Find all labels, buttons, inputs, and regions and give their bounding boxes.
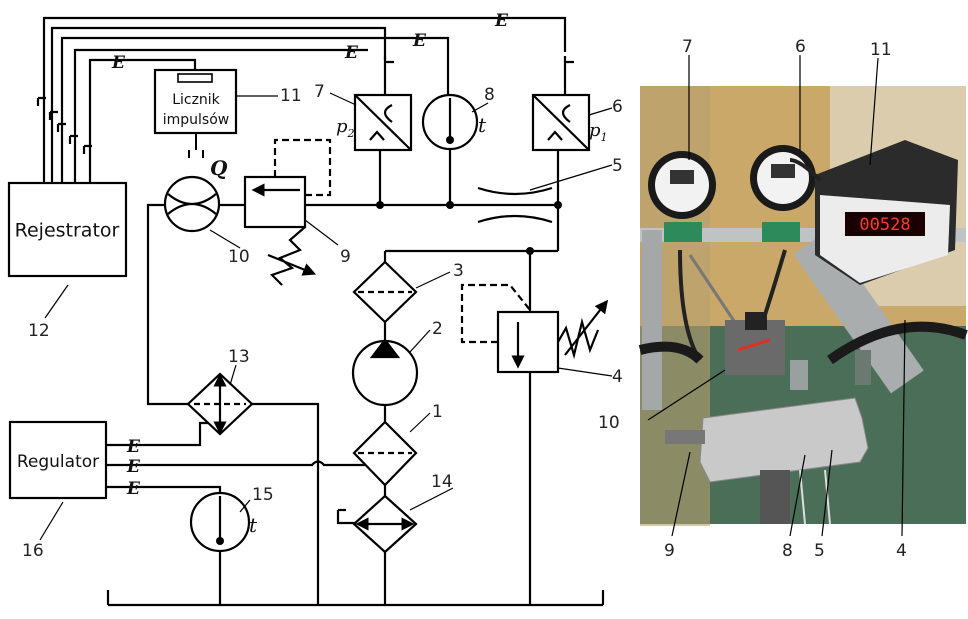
heater-14 [352, 494, 418, 554]
regulator-box [8, 420, 108, 500]
test-rig-photo: 00528 [638, 86, 968, 526]
regulator-label: Regulator [17, 452, 99, 472]
photo-callout-5: 5 [814, 541, 825, 561]
p1-symbol: p1 [589, 120, 608, 144]
callout-6: 6 [612, 97, 623, 117]
photo-callout-6: 6 [795, 37, 806, 57]
callout-4: 4 [612, 367, 623, 387]
photo-callout-9: 9 [664, 541, 675, 561]
counter-digits: 00528 [859, 215, 910, 235]
callout-12: 12 [28, 321, 50, 341]
temp-symbol-bottom: t [249, 513, 258, 537]
valve-9-symbol [243, 138, 332, 286]
counter-label-1: Licznik [172, 92, 220, 108]
callout-5: 5 [612, 156, 623, 176]
photo-callout-8: 8 [782, 541, 793, 561]
filter-3 [352, 260, 418, 324]
counter-label-2: impulsów [163, 112, 230, 128]
flow-meter-symbol [163, 175, 221, 233]
callout-15: 15 [252, 485, 274, 505]
photo-callout-7: 7 [682, 37, 693, 57]
e-marker: E [111, 53, 126, 73]
p2-symbol: p2 [336, 116, 355, 140]
temp-symbol-main: t [478, 113, 487, 137]
callout-1: 1 [432, 402, 443, 422]
relief-valve-4 [460, 283, 609, 374]
callout-9: 9 [340, 247, 351, 267]
callout-7: 7 [314, 82, 325, 102]
callout-11: 11 [280, 86, 302, 106]
pressure-sensor-p1 [531, 56, 591, 152]
registrar-box [7, 181, 128, 278]
flow-symbol-q: Q [210, 156, 228, 180]
photo-callout-10: 10 [598, 413, 620, 433]
callout-2: 2 [432, 319, 443, 339]
pressure-sensor-p2 [353, 56, 413, 152]
callout-14: 14 [431, 472, 453, 492]
callout-13: 13 [228, 347, 250, 367]
e-marker: E [126, 479, 141, 499]
e-marker: E [412, 31, 427, 51]
photo-callout-11: 11 [870, 40, 892, 60]
callout-16: 16 [22, 541, 44, 561]
pump-2 [351, 338, 419, 407]
e-marker: E [494, 11, 509, 31]
e-marker: E [126, 437, 141, 457]
callout-10: 10 [228, 247, 250, 267]
throttle-5 [477, 186, 553, 224]
registrar-label: Rejestrator [15, 220, 120, 242]
filter-1 [352, 420, 418, 487]
photo-callout-4: 4 [896, 541, 907, 561]
thermometer-8 [421, 93, 479, 151]
callout-8: 8 [484, 85, 495, 105]
e-marker: E [126, 457, 141, 477]
callout-3: 3 [453, 261, 464, 281]
counter-display [177, 73, 213, 83]
thermometer-15 [189, 491, 251, 553]
cooler-13 [186, 372, 254, 436]
e-marker: E [344, 43, 359, 63]
